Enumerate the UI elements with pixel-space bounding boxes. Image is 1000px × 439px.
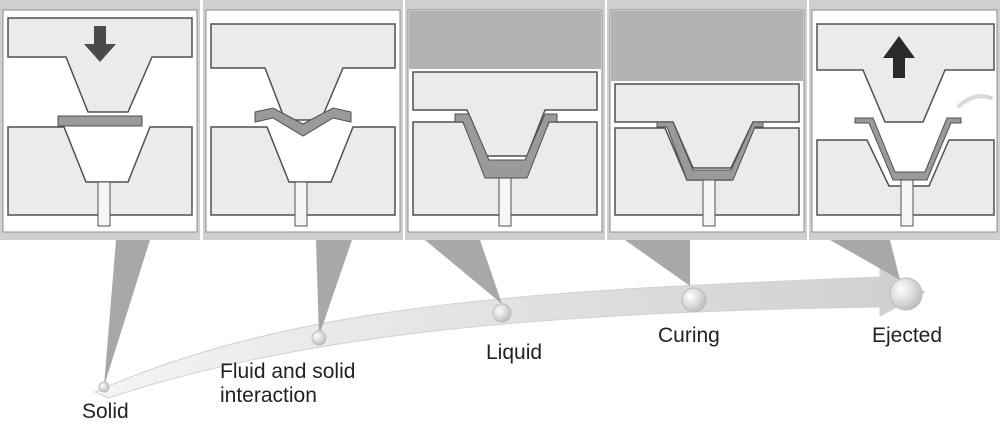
lower-mold xyxy=(210,126,396,216)
deforming-sheet xyxy=(254,107,352,137)
upper-mold xyxy=(7,17,193,113)
upper-mold xyxy=(614,83,800,169)
panel-curing xyxy=(607,0,807,240)
marker-liquid xyxy=(492,303,512,323)
liquid-fill xyxy=(454,113,558,179)
callout-curing xyxy=(625,240,690,286)
callout-liquid xyxy=(425,240,502,304)
label-curing: Curing xyxy=(658,324,720,347)
panel-solid xyxy=(0,0,200,240)
ejector-pin xyxy=(97,181,111,227)
arrow-up-icon xyxy=(883,36,915,78)
lower-mold xyxy=(7,126,193,216)
marker-ejected xyxy=(889,277,923,311)
callout-ejected xyxy=(830,240,900,280)
label-solid: Solid xyxy=(82,400,129,423)
callout-solid xyxy=(104,240,150,386)
callouts xyxy=(104,240,900,386)
label-ejected: Ejected xyxy=(872,324,943,347)
arrow-down-icon xyxy=(84,26,116,62)
marker-curing xyxy=(681,287,707,313)
ejected-part xyxy=(854,117,962,181)
marker-fluid xyxy=(311,330,327,346)
lower-mold xyxy=(816,139,995,216)
stage-markers xyxy=(98,277,923,393)
marker-solid xyxy=(98,381,110,393)
upper-mold xyxy=(816,23,995,123)
ejector-pin xyxy=(294,181,308,227)
label-liquid: Liquid xyxy=(486,341,543,364)
upper-band xyxy=(611,11,803,81)
motion-curve-icon xyxy=(957,94,993,108)
callout-fluid xyxy=(316,240,352,336)
cured-part xyxy=(656,121,764,181)
panel-liquid xyxy=(405,0,605,240)
ejector-pin xyxy=(702,179,716,227)
ejector-pin xyxy=(900,179,914,227)
panel-fluid-solid xyxy=(203,0,403,240)
label-fluid-solid-line1: Fluid and solid xyxy=(220,360,356,383)
upper-band xyxy=(409,11,601,69)
panel-ejected xyxy=(809,0,1000,240)
process-path xyxy=(93,267,927,399)
ejector-pin xyxy=(498,177,512,227)
label-fluid-solid-line2: interaction xyxy=(220,384,317,407)
solid-sheet xyxy=(57,115,143,127)
